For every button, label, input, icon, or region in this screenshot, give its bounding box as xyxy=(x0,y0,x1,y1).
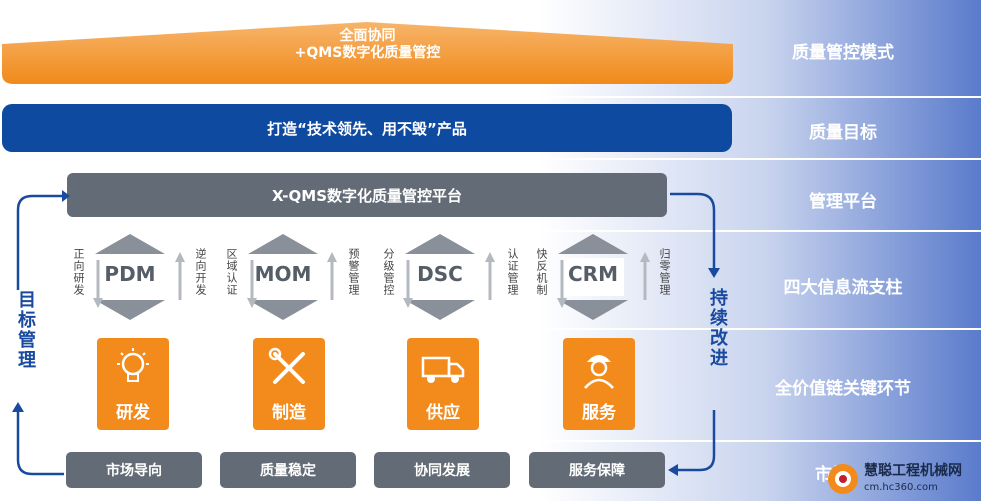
pillar-right-text: 预警管理 xyxy=(347,248,360,296)
platform-bar: X-QMS数字化质量管控平台 xyxy=(67,173,667,217)
stage-rnd: 研发 xyxy=(97,338,169,430)
pillar-pdm: PDM xyxy=(85,232,175,322)
stage-service: 服务 xyxy=(563,338,635,430)
stage-supply: 供应 xyxy=(407,338,479,430)
layer-label-platform: 管理平台 xyxy=(809,192,877,212)
right-loop-arrow xyxy=(668,192,720,476)
bottom-box-label: 质量稳定 xyxy=(260,463,316,479)
bottom-box-label: 市场导向 xyxy=(106,463,162,479)
flow-arrows xyxy=(93,252,650,308)
pillar-left-text: 分级管控 xyxy=(382,248,395,296)
divider xyxy=(740,158,981,160)
platform-text: X-QMS数字化质量管控平台 xyxy=(271,186,463,205)
goal-bar: 打造“技术领先、用不毁”产品 xyxy=(2,104,732,152)
stage-label: 供应 xyxy=(426,403,460,423)
roof-title-line1: 全面协同 xyxy=(339,28,396,44)
bottom-box-market: 市场导向 xyxy=(66,452,202,488)
watermark-title: 慧聪工程机械网 xyxy=(864,463,962,479)
pillar-arrows-icon xyxy=(558,234,628,320)
layer-label-goal: 质量目标 xyxy=(809,123,877,143)
lightbulb-icon xyxy=(117,348,149,382)
pillar-right-text: 认证管理 xyxy=(506,248,519,296)
stage-label: 制造 xyxy=(272,403,306,423)
pillar-left-text: 正向研发 xyxy=(72,248,85,296)
layer-label-pillars: 四大信息流支柱 xyxy=(783,278,903,298)
pillar-right-text: 归零管理 xyxy=(658,248,671,296)
pillar-mom: MOM xyxy=(238,232,328,322)
bottom-box-label: 服务保障 xyxy=(569,463,625,479)
layer-label-mode: 质量管控模式 xyxy=(792,43,894,63)
wrench-screwdriver-icon xyxy=(268,347,305,384)
bottom-box-quality: 质量稳定 xyxy=(220,452,356,488)
right-loop-label: 持续改进 xyxy=(707,288,728,368)
roof-shape xyxy=(2,22,733,84)
bottom-box-service: 服务保障 xyxy=(529,452,665,488)
bottom-box-label: 协同发展 xyxy=(414,463,470,479)
pillar-arrows-icon xyxy=(248,234,318,320)
truck-icon xyxy=(421,356,465,383)
divider xyxy=(740,328,981,330)
pillar-left-text: 区域认证 xyxy=(225,248,238,296)
pillar-arrows-icon xyxy=(405,234,475,320)
pillar-crm: CRM xyxy=(548,232,638,322)
divider xyxy=(740,230,981,232)
pillar-name: PDM xyxy=(104,262,156,286)
bottom-box-collab: 协同发展 xyxy=(374,452,510,488)
pillar-right-text: 逆向开发 xyxy=(194,248,207,296)
divider xyxy=(740,96,981,98)
roof-title-line2: +QMS数字化质量管控 xyxy=(294,45,441,61)
left-loop-arrow xyxy=(12,190,70,476)
goal-text: 打造“技术领先、用不毁”产品 xyxy=(267,119,467,138)
stage-label: 服务 xyxy=(582,403,616,423)
watermark-url: cm.hc360.com xyxy=(864,482,938,493)
worker-icon xyxy=(584,355,614,389)
left-loop-label: 目标管理 xyxy=(15,290,36,370)
divider xyxy=(740,440,981,442)
hc360-logo-icon xyxy=(828,464,858,494)
watermark: 慧聪工程机械网 cm.hc360.com xyxy=(826,458,981,501)
layer-label-chain: 全价值链关键环节 xyxy=(775,379,911,399)
pillar-dsc: DSC xyxy=(395,232,485,322)
stage-label: 研发 xyxy=(116,403,150,423)
pillar-arrows-icon xyxy=(95,234,165,320)
pillar-name: DSC xyxy=(417,262,463,286)
pillar-name: MOM xyxy=(254,262,312,286)
pillar-name: CRM xyxy=(568,262,618,286)
stage-manufacturing: 制造 xyxy=(253,338,325,430)
pillar-left-text: 快反机制 xyxy=(535,248,548,296)
